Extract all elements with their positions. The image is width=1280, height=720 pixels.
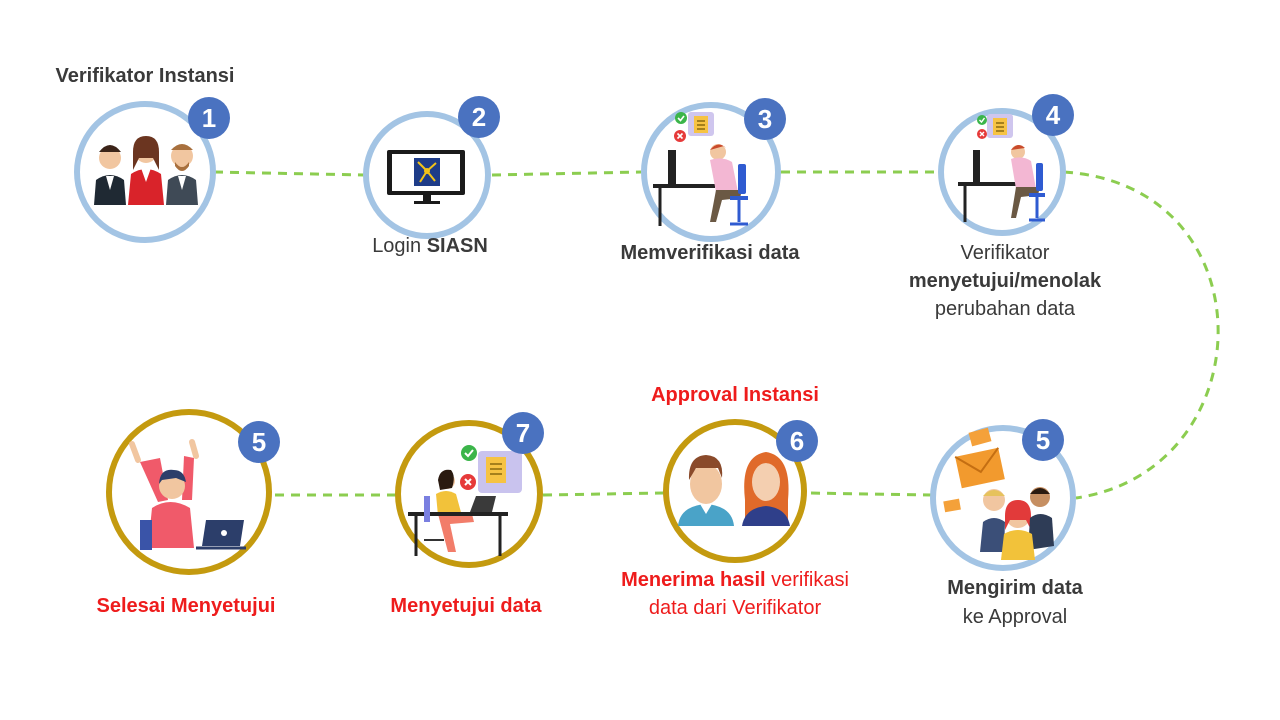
two-people-icon (678, 452, 790, 526)
connector-6-7 (542, 491, 665, 497)
step-4-badge (1032, 94, 1074, 136)
step-5-node: 5 (930, 419, 1076, 571)
step-3-node: 3 (641, 98, 786, 242)
step-done-node: 5 (106, 409, 280, 575)
step-3-badge (744, 98, 786, 140)
connector-1-2 (213, 170, 366, 177)
step-6-node: 6 (663, 419, 818, 563)
header-approval-instansi: Approval Instansi (651, 384, 819, 406)
step-2-label-bold: SIASN (426, 235, 488, 257)
step-4-label-line1: Verifikator (960, 242, 1050, 264)
step-2-label: Login SIASN (330, 232, 530, 260)
monitor-siasn-icon (387, 150, 465, 204)
person-verifying-at-desk-icon (958, 114, 1045, 222)
step-7-badge (502, 412, 544, 454)
woman-approving-at-laptop-icon (408, 445, 522, 556)
step-2-badge (458, 96, 500, 138)
step-3-label: Memverifikasi data (620, 242, 800, 264)
celebrating-person-icon (129, 439, 246, 550)
step-done-label: Selesai Menyetujui (96, 595, 276, 617)
step-done-badge-number: 5 (252, 427, 266, 457)
step-2-label-prefix: Login (372, 235, 427, 257)
step-4-node: 4 (938, 94, 1074, 236)
step-5-badge (1022, 419, 1064, 461)
step-1-badge-number: 1 (202, 103, 216, 133)
sending-envelopes-group-icon (943, 427, 1054, 560)
step-5-label-line2: ke Approval (962, 606, 1068, 628)
step-7-badge-number: 7 (516, 418, 530, 448)
connector-5-6 (807, 491, 933, 497)
person-verifying-at-desk-icon (653, 112, 748, 226)
step-7-label: Menyetujui data (390, 595, 542, 617)
three-people-icon (94, 136, 198, 205)
step-1-node: 1 (74, 97, 230, 243)
step-done-badge (238, 421, 280, 463)
step-6-label-line2: data dari Verifikator (648, 597, 822, 619)
step-3-badge-number: 3 (758, 104, 772, 134)
step-6-badge-number: 6 (790, 426, 804, 456)
step-6-label-line1: Menerima hasil verifikasi (590, 566, 880, 594)
connector-4-5 (1063, 170, 1220, 500)
connector-2-3 (491, 170, 642, 177)
step-4-badge-number: 4 (1046, 100, 1061, 130)
step-4-label-line2: menyetujui/menolak (908, 270, 1102, 292)
step-6-label-rest: verifikasi (765, 569, 849, 591)
step-2-badge-number: 2 (472, 102, 486, 132)
step-2-node: 2 (363, 96, 500, 239)
step-6-label-emphasis: Menerima hasil (621, 569, 766, 591)
step-5-label-line1: Mengirim data (947, 577, 1083, 599)
step-6-badge (776, 420, 818, 462)
step-7-node: 7 (395, 412, 544, 568)
step-5-badge-number: 5 (1036, 425, 1050, 455)
step-1-badge (188, 97, 230, 139)
connector-lines (213, 170, 1220, 500)
header-verifikator-instansi: Verifikator Instansi (55, 65, 235, 87)
step-4-label-line3: perubahan data (934, 298, 1076, 320)
